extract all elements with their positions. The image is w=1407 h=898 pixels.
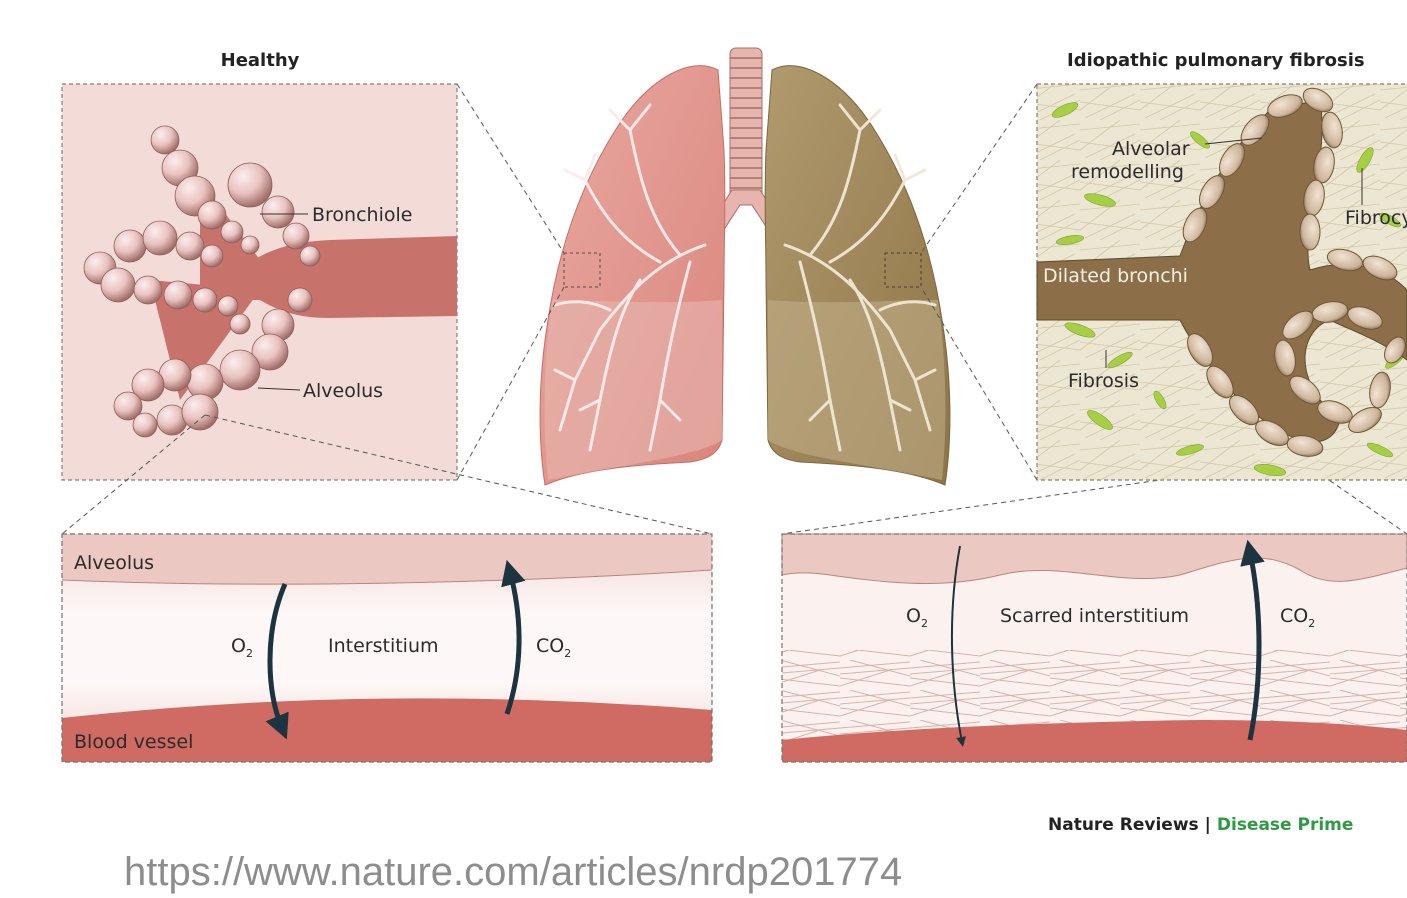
cross-alveolus-label: Alveolus bbox=[74, 552, 154, 574]
alveolus-label: Alveolus bbox=[303, 380, 383, 402]
fibrocyte-label: Fibrocyt bbox=[1345, 207, 1407, 229]
bronchiole-label: Bronchiole bbox=[312, 204, 412, 226]
alveolar-label: Alveolar bbox=[1112, 138, 1190, 160]
source-url[interactable]: https://www.nature.com/articles/nrdp2017… bbox=[124, 852, 902, 892]
ipf-alveoli-panel: Alveolar remodelling Fibrocyt Dilated br… bbox=[1037, 83, 1407, 480]
lungs-illustration bbox=[540, 48, 950, 485]
blood-vessel-label: Blood vessel bbox=[74, 731, 193, 753]
remodelling-label: remodelling bbox=[1071, 161, 1184, 183]
healthy-alveoli-panel: Bronchiole Alveolus bbox=[62, 84, 457, 480]
healthy-cross-section: Alveolus Blood vessel O2 Interstitium CO… bbox=[62, 534, 712, 762]
interstitium-label: Interstitium bbox=[328, 635, 439, 657]
healthy-title: Healthy bbox=[221, 50, 300, 71]
ipf-title: Idiopathic pulmonary fibrosis bbox=[1067, 50, 1365, 71]
journal-credit: Nature Reviews|Disease Prime bbox=[1048, 815, 1353, 835]
ipf-cross-section: O2 Scarred interstitium CO2 bbox=[782, 534, 1407, 762]
dilated-bronchi-label: Dilated bronchi bbox=[1043, 265, 1188, 287]
fibrosis-label: Fibrosis bbox=[1068, 370, 1139, 392]
scarred-interstitium-label: Scarred interstitium bbox=[1000, 605, 1189, 627]
